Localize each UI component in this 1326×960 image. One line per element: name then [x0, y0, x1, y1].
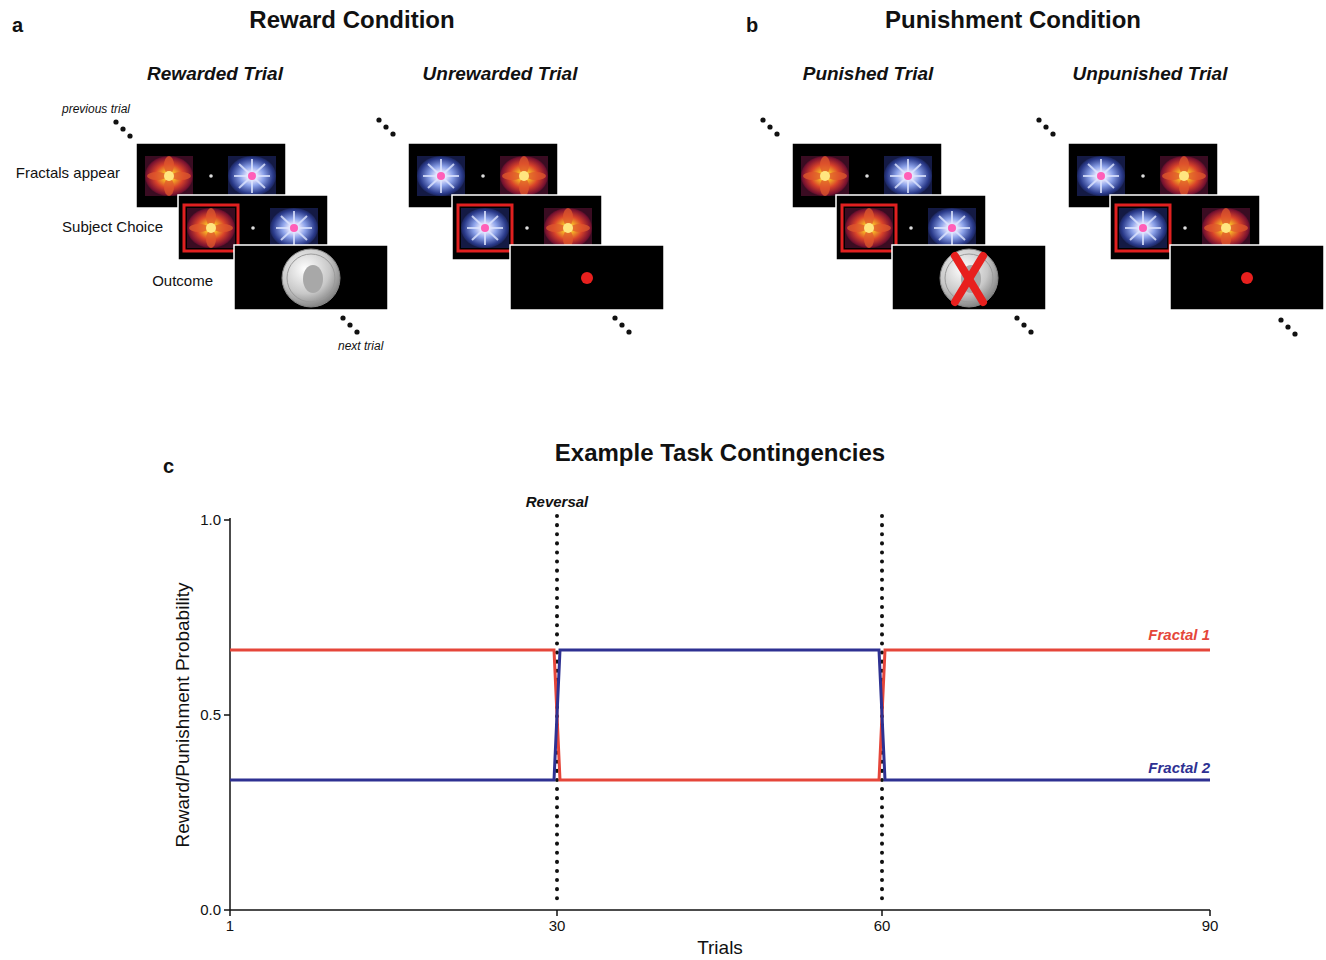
figure-label: 0.5: [200, 706, 221, 723]
figure-label: Trials: [697, 937, 743, 959]
figure-label: Fractal 1: [1148, 626, 1210, 643]
figure-label: Subject Choice: [62, 218, 163, 235]
figure-label: Reward Condition: [249, 6, 454, 34]
trial-screens: [136, 143, 1324, 310]
figure-label: Punishment Condition: [885, 6, 1141, 34]
figure-label: Fractal 2: [1148, 759, 1210, 776]
figure-label: Fractals appear: [16, 164, 120, 181]
figure-label: previous trial: [62, 103, 130, 117]
screen: [892, 245, 1046, 310]
figure-label: Unrewarded Trial: [423, 63, 578, 85]
figure-label: Outcome: [152, 272, 213, 289]
figure-label: 0.0: [200, 901, 221, 918]
figure-label: b: [746, 14, 758, 37]
continuation-dots: [113, 117, 1297, 336]
figure-label: Example Task Contingencies: [555, 439, 885, 467]
figure-label: Rewarded Trial: [147, 63, 283, 85]
figure-label: 90: [1202, 917, 1219, 934]
figure-label: 30: [549, 917, 566, 934]
figure-label: 1: [226, 917, 234, 934]
figure-label: c: [163, 455, 174, 478]
screen: [1170, 245, 1324, 310]
chart: [224, 516, 1210, 916]
figure-label: next trial: [338, 340, 383, 354]
figure-label: Reward/Punishment Probability: [172, 582, 194, 847]
figure-label: Unpunished Trial: [1073, 63, 1228, 85]
screen: [510, 245, 664, 310]
figure-label: 1.0: [200, 511, 221, 528]
figure-label: Punished Trial: [803, 63, 934, 85]
figure-label: a: [12, 14, 23, 37]
figure-label: 60: [874, 917, 891, 934]
screen: [234, 245, 388, 310]
figure-label: Reversal: [526, 493, 589, 510]
